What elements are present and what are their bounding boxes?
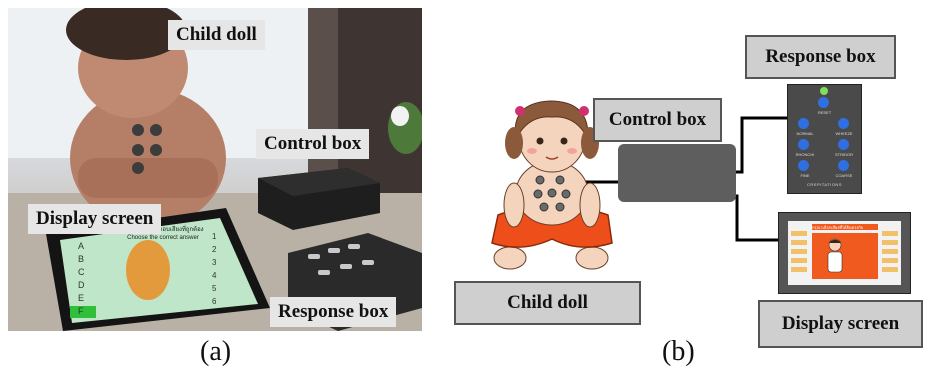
coarse-button-label: COARSE (835, 173, 853, 178)
label-child-doll: Child doll (454, 281, 641, 325)
screen-option[interactable] (791, 258, 807, 263)
screen-left-options (791, 231, 807, 281)
tablet-letter[interactable]: E (78, 293, 85, 303)
tablet-green-key (70, 306, 96, 318)
label-response-box: Response box (745, 35, 896, 79)
screen-banner: กรุณาเลือกเสียงที่ได้ยินตรงกับ (812, 224, 878, 230)
crepitations-label: CREPITATIONS (807, 182, 842, 187)
tablet-number: 4 (212, 271, 217, 280)
rhonchi-button[interactable] (798, 139, 809, 150)
normal-button-label: NORMAL (796, 131, 814, 136)
normal-button[interactable] (798, 118, 809, 129)
caption-b: (b) (662, 336, 695, 367)
photo-panel-a: A B C D E F 1 2 3 4 5 6 กรุณาเลือกคำตอบเ… (8, 8, 422, 331)
tablet-number: 5 (212, 284, 217, 293)
tablet-subtitle: Choose the correct answer (127, 235, 199, 241)
screen-cartoon-doctor (824, 237, 846, 275)
stridor-button[interactable] (838, 139, 849, 150)
label-display-screen-photo: Display screen (28, 204, 162, 234)
stridor-button-label: STRIDOR (835, 152, 853, 157)
reset-button-label: RESET (817, 110, 832, 115)
tablet-letter[interactable]: F (78, 306, 84, 316)
tablet-number: 6 (212, 297, 217, 306)
tablet-number: 2 (212, 245, 217, 254)
screen-option[interactable] (791, 231, 807, 236)
display-screen-device: กรุณาเลือกเสียงที่ได้ยินตรงกับ (778, 212, 911, 294)
label-control-box-photo: Control box (256, 129, 370, 159)
screen-option[interactable] (791, 249, 807, 254)
tablet-letter[interactable]: B (78, 254, 85, 264)
tablet-number: 1 (212, 232, 217, 241)
label-display-screen: Display screen (758, 300, 923, 348)
screen-option[interactable] (882, 249, 898, 254)
label-child-doll-photo: Child doll (168, 20, 265, 50)
tablet-letter[interactable]: A (78, 241, 85, 251)
wheeze-button-label: WHEEZE (835, 131, 853, 136)
tablet-letter[interactable]: D (78, 280, 85, 290)
caption-a: (a) (200, 336, 232, 367)
tablet-title-area: กรุณาเลือกคำตอบเสียงที่ถูกต้อง Choose th… (118, 226, 208, 242)
display-screen-surface: กรุณาเลือกเสียงที่ได้ยินตรงกับ (788, 221, 901, 285)
fine-button-label: FINE (800, 173, 810, 178)
tablet-letter[interactable]: C (78, 267, 85, 277)
response-box-panel: RESET NORMAL WHEEZE RHONCHI STRIDOR FINE… (787, 84, 862, 194)
tablet-number-column: 1 2 3 4 5 6 (212, 230, 224, 308)
doll-hair (66, 8, 186, 60)
screen-option[interactable] (882, 231, 898, 236)
screen-option[interactable] (791, 240, 807, 245)
screen-right-options (882, 231, 898, 281)
fine-button[interactable] (798, 160, 809, 171)
reset-button[interactable] (818, 97, 829, 108)
tablet-letter-column: A B C D E F (78, 240, 98, 318)
tablet-cartoon (126, 240, 170, 300)
control-box-unit (618, 144, 736, 202)
label-response-box-photo: Response box (270, 297, 397, 327)
tablet-number: 3 (212, 258, 217, 267)
wheeze-button[interactable] (838, 118, 849, 129)
tablet-title: กรุณาเลือกคำตอบเสียงที่ถูกต้อง (122, 227, 204, 233)
screen-option[interactable] (882, 258, 898, 263)
cartoon-child-doll (491, 100, 613, 270)
label-control-box: Control box (593, 98, 722, 142)
screen-content-area (812, 233, 878, 279)
indicator-green-light (820, 87, 828, 95)
coarse-button[interactable] (838, 160, 849, 171)
screen-option[interactable] (882, 240, 898, 245)
screen-option[interactable] (882, 267, 898, 272)
rhonchi-button-label: RHONCHI (795, 152, 815, 157)
screen-option[interactable] (791, 267, 807, 272)
